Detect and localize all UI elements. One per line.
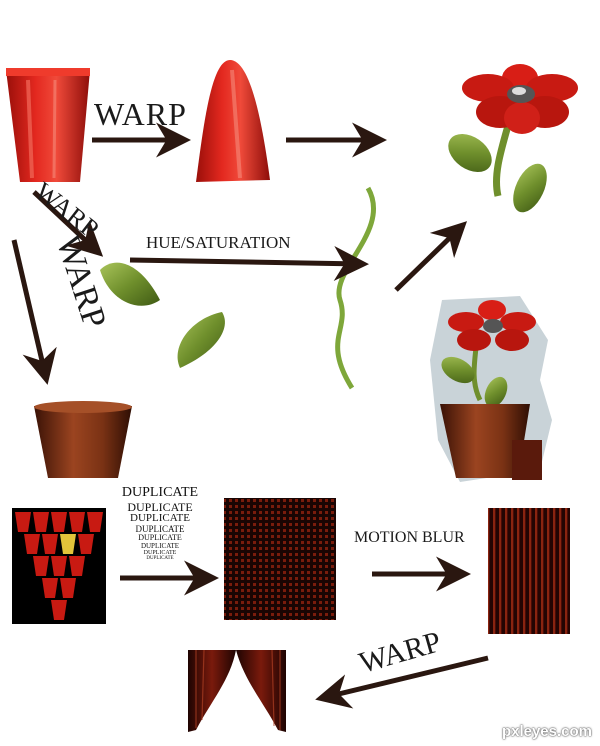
duplicate-label: DUPLICATE [138,533,182,543]
stacked-cup [51,556,67,576]
stacked-cup [69,556,85,576]
duplicate-label: DUPLICATE [146,556,174,562]
arrow-stem-to-flower [394,221,468,292]
flower-image [448,64,578,213]
red-cup-image [6,68,90,182]
brown-pot-image [34,401,132,478]
stacked-cup [78,534,94,554]
stacked-cup [33,556,49,576]
arrow-leaf-to-stem [129,246,369,282]
duplicate-label: DUPLICATE [130,512,190,525]
label-motion-blur: MOTION BLUR [354,529,465,546]
green-leaf-image [100,262,160,306]
green-leaf-rotated-image [177,312,225,368]
curtain-image [188,649,286,732]
duplicate-label: DUPLICATE [127,499,193,514]
stacked-cup [69,512,85,532]
duplicate-label: DUPLICATE [121,485,199,500]
label-hue-saturation: HUE/SATURATION [146,233,291,252]
watermark: pxleyes.com [501,723,592,740]
potted-flower-photo [430,296,552,482]
duplicate-label: DUPLICATE [140,541,180,550]
stacked-cup [60,534,76,554]
warped-cone-cup-image [196,60,270,182]
stacked-cup [87,512,103,532]
arrow-cup-to-pot [11,239,57,385]
motion-blur-texture-image [488,508,570,634]
cup-stack-photo [12,508,106,624]
arrow-blur-to-curtain [315,655,489,709]
label-warp-top: WARP [94,96,187,132]
arrows [11,122,489,709]
stacked-cup [24,534,40,554]
duplicate-list: DUPLICATE DUPLICATE DUPLICATE DUPLICATE … [108,485,212,562]
stacked-cup [33,512,49,532]
stem-image [335,186,377,390]
duplicate-label: DUPLICATE [143,550,177,556]
duplicate-label: DUPLICATE [135,523,185,534]
stacked-cup [42,578,58,598]
stacked-cup [51,600,67,620]
duplicated-texture-image [224,498,336,620]
stacked-cup [51,512,67,532]
stacked-cup [42,534,58,554]
stacked-cup [15,512,31,532]
arrow-cup-to-leaf [32,190,104,257]
stacked-cup [60,578,76,598]
